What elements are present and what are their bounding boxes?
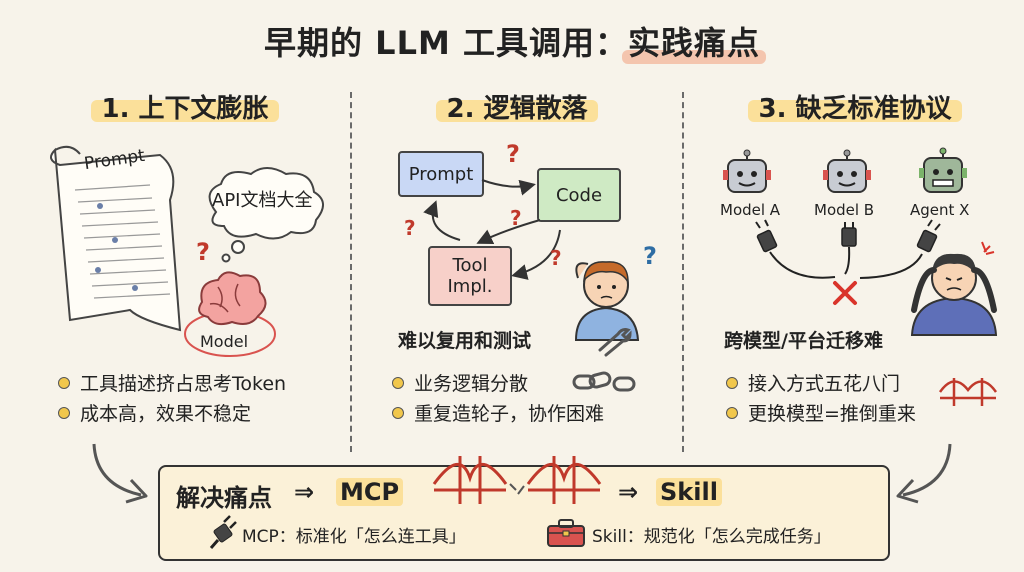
list-item: 更换模型=推倒重来 — [726, 399, 916, 429]
arrow-icon: ⇒ — [294, 478, 315, 506]
bridge-icon — [938, 378, 998, 406]
code-box: Code — [537, 168, 621, 222]
brain-icon — [184, 271, 276, 357]
robot-icon — [823, 149, 871, 193]
robot-icon — [919, 147, 967, 193]
prompt-box: Prompt — [398, 151, 484, 197]
arrow-icon — [423, 179, 561, 280]
list-item: 重复造轮子，协作困难 — [392, 399, 604, 429]
cloud-label: API文档大全 — [212, 190, 313, 211]
list-item: 成本高，效果不稳定 — [58, 399, 286, 429]
title-highlight: 实践痛点 — [621, 18, 766, 64]
bridge-icon — [432, 456, 602, 504]
scroll-icon — [50, 145, 182, 332]
cloud-icon — [208, 167, 324, 263]
column-3-caption: 跨模型/平台迁移难 — [724, 330, 883, 352]
divider-left — [350, 92, 352, 452]
frustrated-person-icon — [910, 241, 998, 336]
question-mark-icon: ? — [510, 206, 522, 230]
title-main: 早期的 LLM 工具调用： — [264, 24, 628, 62]
question-mark-icon: ? — [196, 238, 210, 266]
column-3-heading: 3. 缺乏标准协议 — [758, 94, 952, 124]
solution-skill: Skill — [656, 478, 722, 506]
robot-label-b: Model B — [814, 201, 875, 219]
list-item: 业务逻辑分散 — [392, 369, 604, 399]
plug-icon — [755, 219, 941, 279]
solution-mcp: MCP — [336, 478, 404, 506]
arrow-icon — [896, 443, 952, 504]
skill-description: Skill：规范化「怎么完成任务」 — [592, 527, 831, 547]
divider-right — [682, 92, 684, 452]
model-label: Model — [200, 332, 249, 351]
cross-icon — [833, 281, 857, 305]
list-item: 接入方式五花八门 — [726, 369, 916, 399]
question-mark-icon: ? — [506, 140, 520, 168]
arrow-icon: ⇒ — [618, 478, 639, 506]
robot-label-x: Agent X — [910, 201, 970, 219]
wrench-icon — [598, 328, 632, 357]
confused-person-icon — [574, 261, 640, 341]
question-mark-icon: ? — [404, 216, 416, 240]
column-1-heading: 1. 上下文膨胀 — [101, 94, 269, 124]
column-2-bullets: 业务逻辑分散 重复造轮子，协作困难 — [392, 369, 604, 429]
column-3-bullets: 接入方式五花八门 更换模型=推倒重来 — [726, 369, 916, 429]
robot-label-a: Model A — [720, 201, 781, 219]
page-title: 早期的 LLM 工具调用：实践痛点 — [0, 18, 1024, 64]
robot-icon — [723, 149, 771, 193]
solution-lead: 解决痛点 — [176, 484, 272, 512]
tool-box-label: Tool Impl. — [447, 255, 493, 297]
chain-icon — [572, 371, 636, 392]
question-mark-icon: ? — [550, 246, 562, 270]
column-1-bullets: 工具描述挤占思考Token 成本高，效果不稳定 — [58, 369, 286, 429]
column-2-caption: 难以复用和测试 — [398, 330, 532, 352]
plug-icon — [209, 515, 237, 549]
list-item: 工具描述挤占思考Token — [58, 369, 286, 399]
arrow-icon — [92, 443, 148, 504]
tool-box: Tool Impl. — [428, 246, 512, 306]
solution-box — [158, 465, 890, 561]
mcp-description: MCP：标准化「怎么连工具」 — [242, 527, 466, 547]
question-mark-icon: ? — [643, 242, 657, 270]
column-2-heading: 2. 逻辑散落 — [446, 94, 588, 124]
toolbox-icon — [547, 519, 585, 547]
